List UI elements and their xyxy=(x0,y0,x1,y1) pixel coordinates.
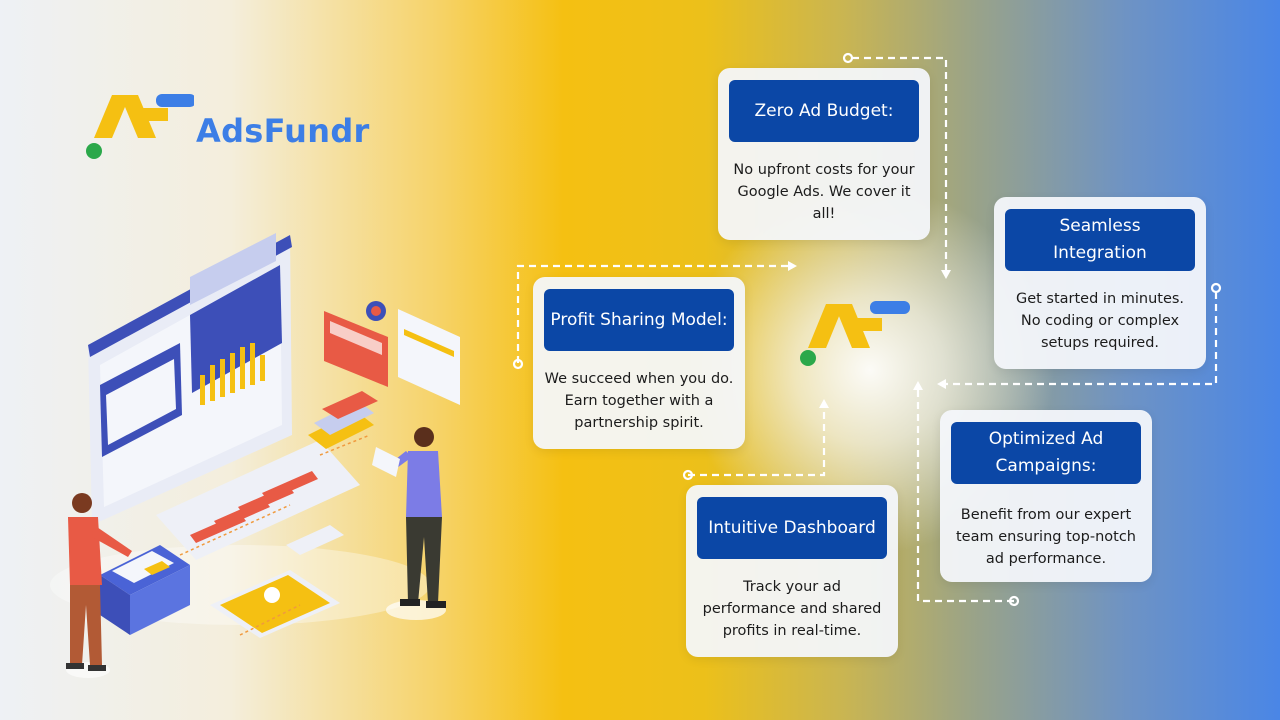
card-intuitive-dashboard: Intuitive Dashboard Track your ad perfor… xyxy=(686,485,898,657)
card-title-profit-sharing-model: Profit Sharing Model: xyxy=(544,289,734,351)
card-title-intuitive-dashboard: Intuitive Dashboard xyxy=(697,497,887,559)
dashboard-illustration xyxy=(50,233,460,678)
brand-name: AdsFundr xyxy=(196,112,370,150)
card-title-zero-ad-budget: Zero Ad Budget: xyxy=(729,80,919,142)
card-seamless-integration: Seamless Integration Get started in minu… xyxy=(994,197,1206,369)
adsfundr-logo-icon xyxy=(800,301,910,366)
card-optimized-ad-campaigns: Optimized Ad Campaigns: Benefit from our… xyxy=(940,410,1152,582)
card-body-profit-sharing-model: We succeed when you do. Earn together wi… xyxy=(544,371,734,431)
center-logo xyxy=(796,298,912,372)
adsfundr-logo-icon xyxy=(86,94,196,159)
card-title-seamless-integration: Seamless Integration xyxy=(1005,209,1195,271)
card-body-zero-ad-budget: No upfront costs for your Google Ads. We… xyxy=(733,162,915,222)
arrow-icon xyxy=(788,261,951,408)
card-profit-sharing-model: Profit Sharing Model: We succeed when yo… xyxy=(533,277,745,449)
card-zero-ad-budget: Zero Ad Budget: No upfront costs for you… xyxy=(718,68,930,240)
card-title-optimized-ad-campaigns: Optimized Ad Campaigns: xyxy=(951,422,1141,484)
card-body-seamless-integration: Get started in minutes. No coding or com… xyxy=(1015,291,1185,351)
card-body-intuitive-dashboard: Track your ad performance and shared pro… xyxy=(702,579,882,639)
brand-logo: AdsFundr xyxy=(84,90,369,165)
card-body-optimized-ad-campaigns: Benefit from our expert team ensuring to… xyxy=(956,507,1136,567)
